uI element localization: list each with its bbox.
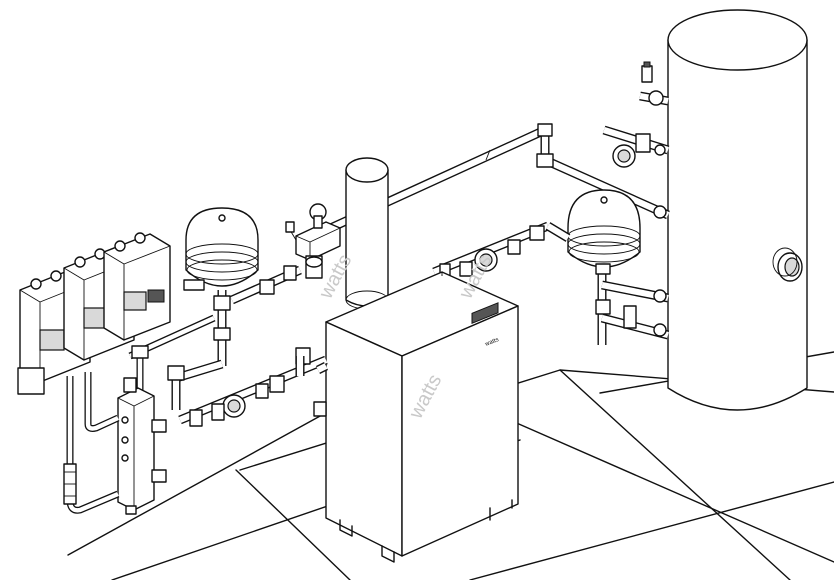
boiler: watts: [325, 271, 519, 563]
left-expansion-tank: [183, 207, 302, 366]
storage-tank: [667, 9, 808, 411]
right-expansion-tank: [567, 189, 670, 345]
zone-supply-pipe: [128, 314, 216, 392]
zone-module-3: [103, 232, 171, 341]
expansion-tank-icon-left: [185, 207, 259, 287]
relief-valve-icon: [641, 65, 653, 83]
flue-pipe: [345, 157, 389, 310]
valve-icon: [529, 225, 545, 241]
boiler-control-panel: [471, 302, 499, 325]
tank-top-valves: [602, 61, 670, 219]
boiler-header: [285, 203, 341, 279]
zone-return-pipes: [63, 372, 120, 514]
hydraulic-separator: [117, 377, 167, 515]
upper-supply-pipe: [298, 123, 670, 247]
right-circulator-assembly: [432, 221, 571, 279]
zone-control-modules: [17, 232, 171, 395]
lower-return-pipe: [167, 347, 329, 427]
boiler-brand-label: watts: [484, 337, 500, 348]
